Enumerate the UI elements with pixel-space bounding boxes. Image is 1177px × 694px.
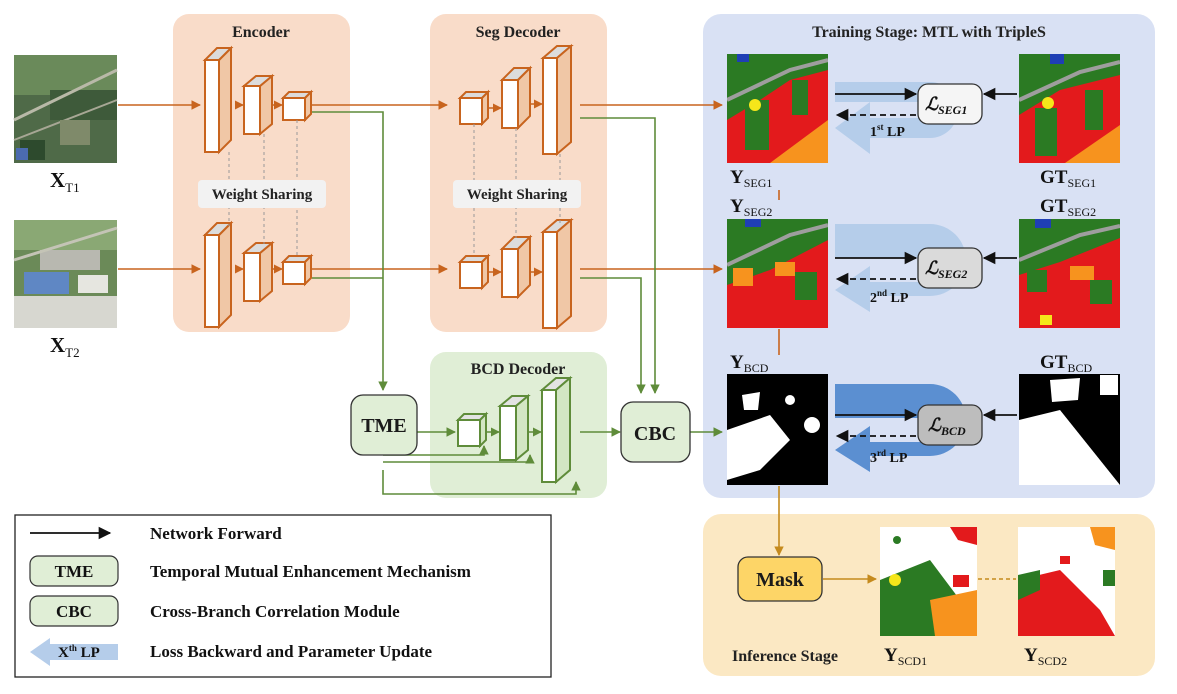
label-gt-seg2: GTSEG2 xyxy=(1040,196,1096,219)
label-gt-seg1: GTSEG1 xyxy=(1040,167,1096,190)
gt-bcd-map xyxy=(1019,374,1120,485)
inference-stage-title: Inference Stage xyxy=(732,648,838,665)
gt-seg1-map xyxy=(1019,54,1120,163)
green-forward-paths xyxy=(312,111,723,495)
label-y-scd1: YSCD1 xyxy=(884,645,927,668)
legend-lp-label: Xth LP xyxy=(58,643,100,661)
label-y-scd2: YSCD2 xyxy=(1024,645,1067,668)
loss-seg2: ℒSEG2 xyxy=(917,247,983,289)
output-seg2-map xyxy=(727,219,828,328)
legend-cbc-box xyxy=(29,595,119,627)
training-stage-title: Training Stage: MTL with TripleS xyxy=(812,24,1046,41)
cbc-module-label: CBC xyxy=(634,423,676,445)
seg-decoder-title: Seg Decoder xyxy=(476,24,561,41)
input-image-t2 xyxy=(13,220,118,328)
bcd-decoder-title: BCD Decoder xyxy=(471,361,566,378)
encoder-blocks-top xyxy=(202,45,314,155)
label-y-seg2: YSEG2 xyxy=(730,196,772,219)
output-scd2-map xyxy=(1018,527,1115,636)
svg-text:ℒBCD: ℒBCD xyxy=(928,415,966,438)
output-scd1-map xyxy=(880,527,977,636)
legend-tme-box-label: TME xyxy=(55,562,94,581)
loss-bcd: ℒBCD xyxy=(917,404,983,446)
mask-module-label: Mask xyxy=(756,569,805,591)
svg-text:2nd LP: 2nd LP xyxy=(870,288,909,306)
svg-text:ℒSEG1: ℒSEG1 xyxy=(925,94,967,117)
loss-arrows xyxy=(835,87,1017,443)
legend-tme-box xyxy=(29,555,119,587)
seg-weight-sharing-badge xyxy=(453,180,581,208)
legend-cbc-desc: Cross-Branch Correlation Module xyxy=(150,602,400,621)
tme-module-label: TME xyxy=(361,415,407,437)
lp-arrow-2: 2nd LP xyxy=(835,224,966,312)
encoder-blocks-bottom xyxy=(202,220,314,330)
seg-decoder-blocks-bottom xyxy=(457,217,574,331)
legend-cbc-box-label: CBC xyxy=(56,602,92,621)
encoder-title: Encoder xyxy=(232,24,290,41)
label-y-seg1: YSEG1 xyxy=(730,167,772,190)
label-gt-bcd: GTBCD xyxy=(1040,352,1092,375)
loss-seg1: ℒSEG1 xyxy=(917,83,983,125)
cbc-module xyxy=(620,401,691,463)
seg-weight-sharing-label: Weight Sharing xyxy=(467,187,568,203)
encoder-weight-sharing-badge xyxy=(198,180,326,208)
svg-text:3rd LP: 3rd LP xyxy=(870,448,908,466)
bcd-decoder-blocks xyxy=(455,375,573,485)
mask-module xyxy=(737,556,823,602)
output-seg1-map xyxy=(727,54,828,163)
tme-module xyxy=(350,394,418,456)
input-image-t1 xyxy=(13,55,118,163)
seg-decoder-blocks-top xyxy=(457,43,574,157)
input-label-t1: XT1 xyxy=(50,168,80,195)
legend-forward-label: Network Forward xyxy=(150,524,282,543)
gt-seg2-map xyxy=(1019,219,1120,328)
input-label-t2: XT2 xyxy=(50,333,80,360)
encoder-weight-sharing-label: Weight Sharing xyxy=(212,187,313,203)
legend-lp-arrow xyxy=(30,638,118,666)
legend-tme-desc: Temporal Mutual Enhancement Mechanism xyxy=(150,562,471,581)
legend-lp-desc: Loss Backward and Parameter Update xyxy=(150,642,433,661)
label-y-bcd: YBCD xyxy=(730,352,769,375)
svg-text:1st LP: 1st LP xyxy=(870,122,905,140)
output-bcd-map xyxy=(727,374,828,485)
svg-text:ℒSEG2: ℒSEG2 xyxy=(925,258,967,281)
